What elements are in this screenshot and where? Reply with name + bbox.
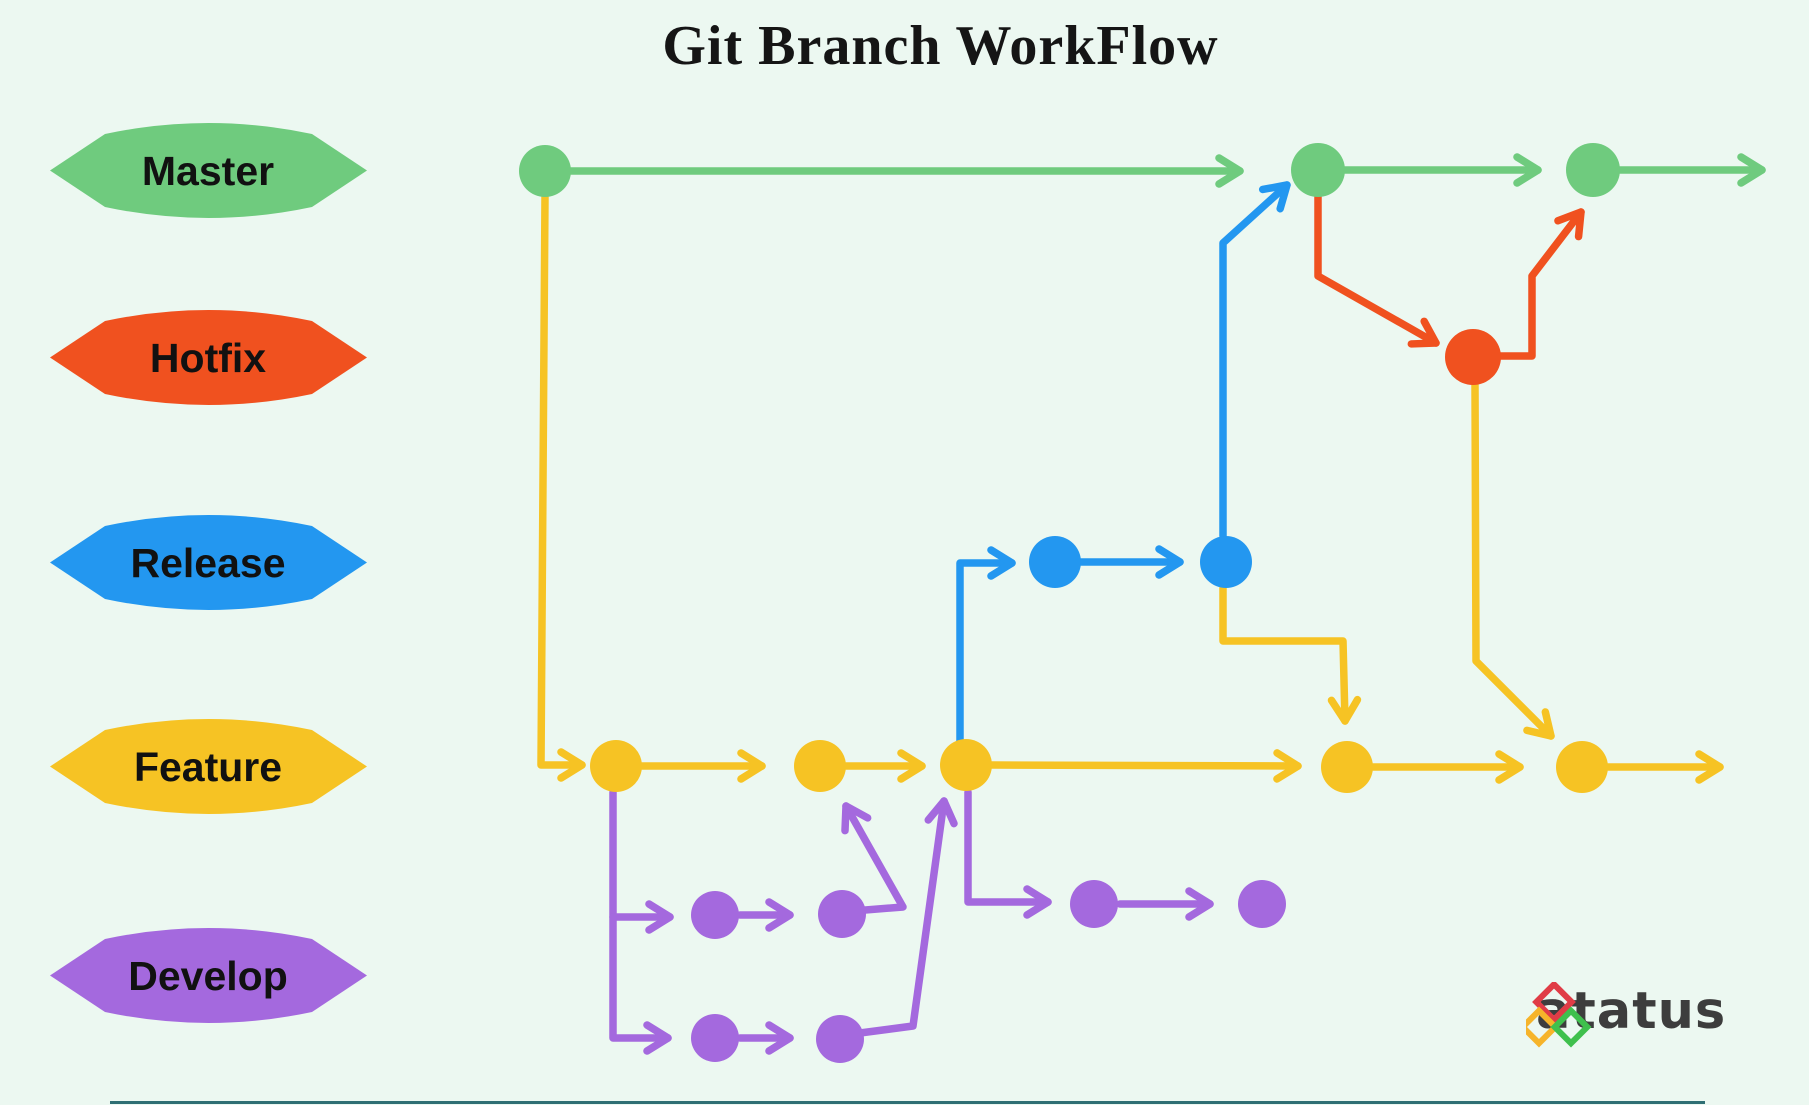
develop-branch-edge-c	[964, 788, 1052, 919]
legend-feature-label: Feature	[134, 744, 282, 790]
feature-commit-node-5	[1556, 741, 1608, 793]
legend-develop-label: Develop	[128, 953, 288, 999]
develop-commit-node-b1	[691, 1014, 739, 1062]
release-commit-node-2	[1200, 536, 1252, 588]
master-commit-node-1	[519, 145, 571, 197]
develop-commit-node-a4	[1238, 880, 1286, 928]
master-commit-node-2	[1291, 143, 1345, 197]
master-commit-node-3	[1566, 143, 1620, 197]
develop-commit-node-a3	[1070, 880, 1118, 928]
release-commit-node-1	[1029, 536, 1081, 588]
develop-branch-edge-a	[609, 788, 674, 934]
develop-commit-node-a2	[818, 890, 866, 938]
release-branch-edge	[956, 546, 1016, 745]
feature-commit-node-1	[590, 740, 642, 792]
legend-master-label: Master	[142, 148, 274, 194]
legend-feature: Feature	[50, 719, 367, 814]
develop-merge-to-feature3-edge	[856, 797, 958, 1037]
hotfix-to-feature-edge	[1471, 381, 1555, 740]
atatus-logo-diamonds-icon	[1526, 982, 1592, 1048]
legend-master: Master	[50, 123, 367, 218]
legend-release-label: Release	[130, 540, 285, 586]
logo-diamond-green-icon	[1550, 1006, 1592, 1048]
develop-commit-node-b2	[816, 1015, 864, 1063]
feature-commit-node-4	[1321, 741, 1373, 793]
develop-commit-node-a1	[691, 891, 739, 939]
logo-diamond-red-icon	[1532, 982, 1576, 1024]
logo-diamond-yellow-icon	[1526, 1006, 1560, 1048]
feature-commit-node-3	[940, 739, 992, 791]
hotfix-commit-node	[1445, 329, 1501, 385]
diagram-title: Git Branch WorkFlow	[662, 15, 1219, 77]
develop-merge-to-feature2-edge	[841, 802, 907, 915]
feature-edge-3	[988, 749, 1302, 783]
feature-branch-edge	[537, 193, 586, 782]
hotfix-branch-edge	[1314, 193, 1440, 348]
legend-develop: Develop	[50, 928, 367, 1023]
atatus-logo: atatus	[1526, 982, 1726, 1048]
develop-branch-edge-b	[609, 913, 672, 1055]
bottom-edge-line	[110, 1101, 1705, 1104]
release-merge-to-master-edge	[1219, 181, 1291, 540]
legend-hotfix: Hotfix	[50, 310, 367, 405]
legend-release: Release	[50, 515, 367, 610]
feature-commit-node-2	[794, 740, 846, 792]
legend-hotfix-label: Hotfix	[150, 335, 266, 381]
release-to-feature-edge	[1219, 584, 1362, 725]
hotfix-merge-to-master-edge	[1496, 208, 1585, 360]
